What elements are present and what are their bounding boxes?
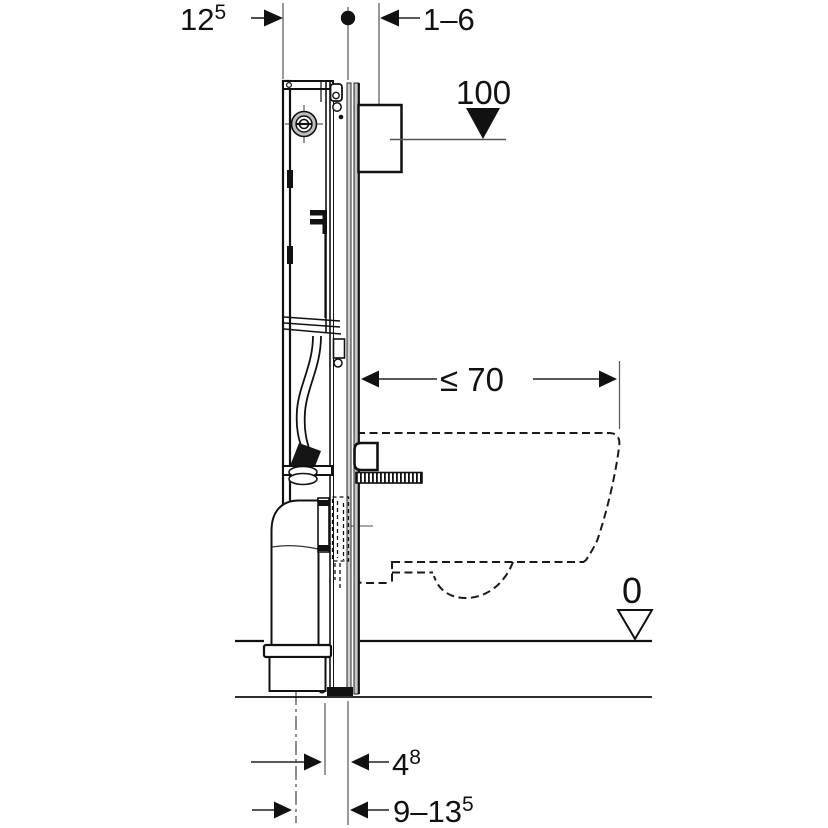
arrowhead-right [264,9,283,27]
level-marker-0: 0 [616,570,654,641]
spigot-seal-top [318,500,329,506]
rail-bracket-hole [332,91,340,100]
arrowhead-left [350,801,368,819]
floor-level-label: 0 [622,570,642,611]
arrowhead-right [304,753,322,771]
level-marker-100: 100 [390,74,511,141]
outlet-offset-label: 48 [392,746,421,782]
concealed-frame [281,79,342,694]
toilet-top-and-back-edge [357,432,621,563]
level-triangle-filled [466,108,500,139]
dimension-fixture-depth: ≤ 70 [361,361,617,398]
rail-mid-hole [333,358,343,368]
floor-slab [235,639,652,698]
socket-body [268,656,327,692]
cistern-bottom-lines [283,316,342,335]
toilet-outline [348,432,621,600]
drain-socket [262,643,333,692]
inner-bracket-post [322,210,327,234]
fixture-depth-label: ≤ 70 [440,361,504,398]
discharge-bend [270,497,330,645]
actuation-height-label: 100 [456,74,511,111]
drain-fitting-hidden [331,496,350,590]
threaded-rod [355,471,423,484]
dimension-wall-lining: 1–6 [380,2,475,37]
inner-bracket-2 [310,219,327,225]
frame-depth-label: 125 [180,1,226,37]
water-supply-connection [285,105,323,143]
arrowhead-right [274,801,292,819]
arrowhead-left [380,9,399,27]
reference-dot [340,10,356,26]
dimension-frame-depth: 125 [180,1,356,37]
frame-top-bolt [286,81,293,88]
rail-screw-hole [332,102,342,112]
fixing-bracket [353,441,379,472]
pan-fixing [353,441,423,484]
dimension-outlet-range: 9–135 [252,793,474,828]
flush-rail [318,82,360,696]
toilet-bowl-underside-curve [433,561,514,600]
rail-rivet-dot [338,114,344,120]
arrowhead-right [599,370,617,388]
arrowhead-left [361,370,379,388]
toilet-rear-bottom-edge [355,577,390,584]
actuator-access-box [357,103,403,174]
spigot-seal-bottom [318,545,329,551]
coupling-ring-2 [288,472,318,486]
socket-rim [262,643,333,659]
level-triangle-open [616,609,654,641]
rail-mid-plate [332,338,346,359]
bend-spigot [317,497,330,553]
rail-foot-plate [327,687,353,696]
bend-inner-seam [271,545,319,550]
wall-lining-label: 1–6 [423,2,475,37]
inner-bracket-1 [310,210,327,216]
flush-bend-pipe [295,335,322,463]
rail-back-strip [346,82,352,693]
arrowhead-left [351,753,369,771]
dimension-outlet-offset: 48 [251,746,421,782]
outlet-range-label: 9–135 [393,793,474,828]
